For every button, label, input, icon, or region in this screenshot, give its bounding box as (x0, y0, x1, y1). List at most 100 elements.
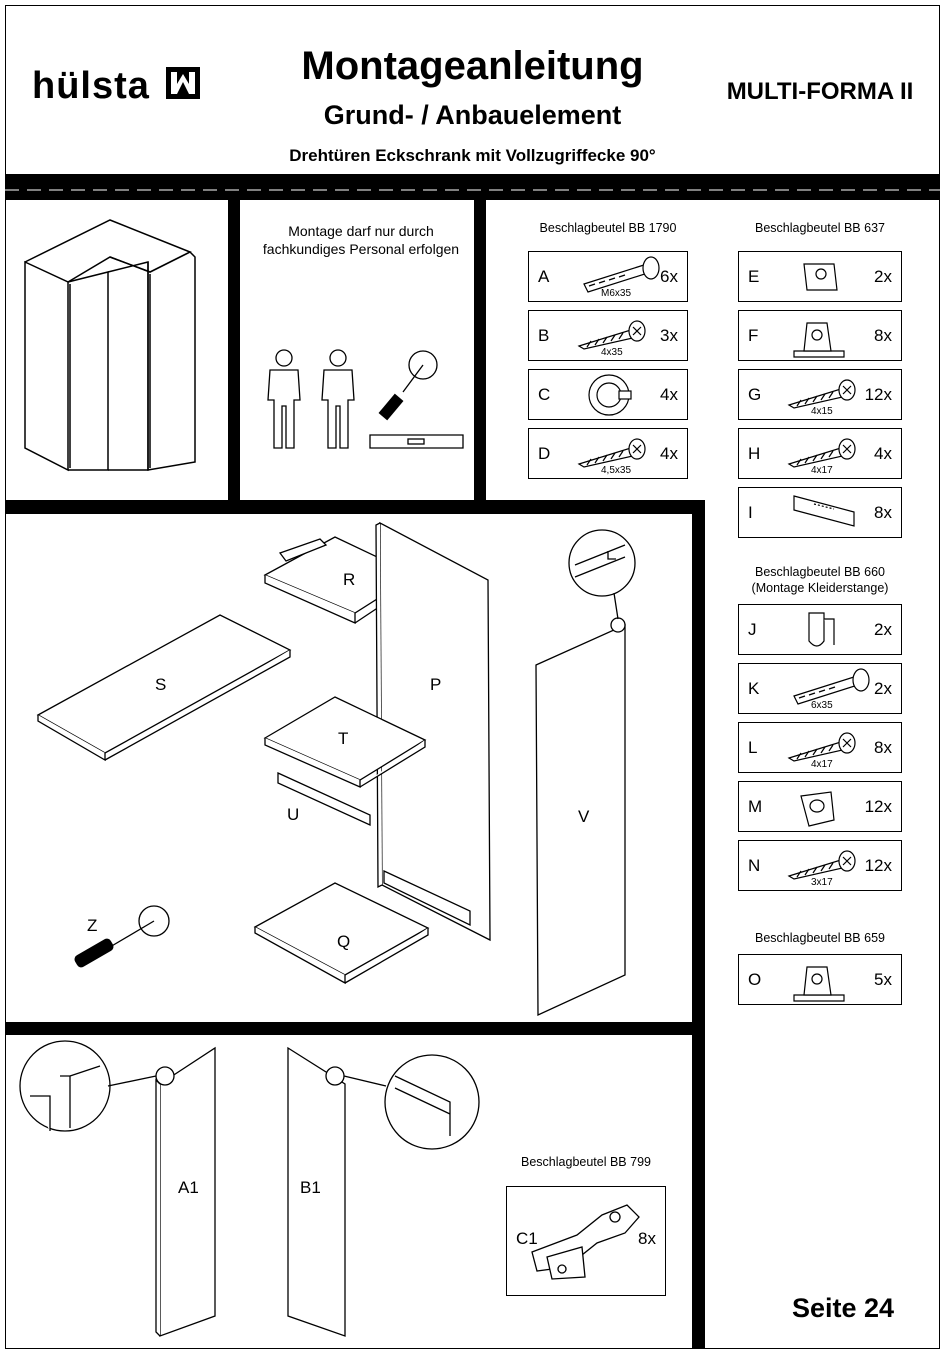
clip-icon (800, 791, 835, 827)
bolt-icon (793, 668, 870, 705)
page-title: Montageanleitung (301, 44, 644, 88)
item-size: 4x15 (811, 406, 833, 417)
item-size: 3x17 (811, 877, 833, 888)
screw-icon (577, 320, 646, 350)
brand-name: hülsta (32, 65, 150, 107)
installer-icons (267, 349, 464, 449)
hardware-item-k: K 2x 6x35 (738, 663, 902, 714)
product-description: Drehtüren Eckschrank mit Vollzugriffecke… (289, 146, 656, 165)
part-label-v: V (578, 807, 590, 826)
item-size: 4x35 (601, 347, 623, 358)
strip-icon (793, 495, 855, 527)
hardware-item-d: D 4x 4,5x35 (528, 428, 688, 479)
item-letter: N (748, 855, 761, 875)
item-letter: C (538, 384, 551, 404)
screw-icon (787, 379, 856, 409)
notice-line-2: fachkundiges Personal erfolgen (262, 241, 460, 257)
item-letter: K (748, 678, 760, 698)
part-label-q: Q (337, 932, 351, 951)
hardware-item-m: M 12x (738, 781, 902, 832)
cabinet-illustration (24, 219, 196, 472)
bag-bb660-title: Beschlagbeutel BB 660 (Montage Kleiderst… (738, 564, 902, 596)
item-size: 4x17 (811, 759, 833, 770)
connector-icon (793, 322, 845, 358)
item-qty: 2x (874, 266, 892, 286)
screw-icon (787, 732, 856, 762)
bag-bb799-title: Beschlagbeutel BB 799 (521, 1155, 651, 1169)
hardware-item-b: B 3x 4x35 (528, 310, 688, 361)
part-label-b1: B1 (300, 1178, 321, 1197)
hinge-icon (531, 1204, 640, 1280)
bag-bb659-title: Beschlagbeutel BB 659 (755, 931, 885, 945)
item-qty: 3x (660, 325, 678, 345)
item-qty: 4x (874, 443, 892, 463)
item-letter: E (748, 266, 760, 286)
bag-bb660-subtitle: (Montage Kleiderstange) (751, 581, 889, 595)
item-qty: 12x (864, 855, 892, 875)
part-label-u: U (287, 805, 300, 824)
hardware-item-e: E 2x (738, 251, 902, 302)
notice-line-1: Montage darf nur durch (288, 223, 434, 239)
item-letter: O (748, 969, 762, 989)
hinge-box: C1 8x (506, 1186, 666, 1296)
item-letter: D (538, 443, 551, 463)
item-qty: 8x (874, 737, 892, 757)
bag-bb660-title-text: Beschlagbeutel BB 660 (755, 565, 885, 579)
item-qty: 8x (874, 502, 892, 522)
item-size: M6x35 (601, 288, 632, 299)
part-label-r: R (343, 570, 356, 589)
item-qty: 8x (874, 325, 892, 345)
bag-bb637-title: Beschlagbeutel BB 637 (755, 221, 885, 235)
bracket-icon (803, 263, 838, 291)
part-label-p: P (430, 675, 442, 694)
item-letter: H (748, 443, 761, 463)
item-qty: 6x (660, 266, 678, 286)
item-qty: 4x (660, 443, 678, 463)
item-size: 4,5x35 (601, 465, 632, 476)
item-qty: 2x (874, 678, 892, 698)
screw-icon (577, 438, 646, 468)
item-letter: L (748, 737, 758, 757)
hardware-item-l: L 8x 4x17 (738, 722, 902, 773)
dowel-cap-icon (588, 374, 632, 416)
hardware-item-j: J 2x (738, 604, 902, 655)
bag-bb1790-title: Beschlagbeutel BB 1790 (539, 221, 677, 235)
item-qty: 12x (864, 796, 892, 816)
rail-holder-icon (808, 612, 835, 647)
brand-logo: hülsta (32, 66, 201, 105)
screw-icon (787, 438, 856, 468)
notice-text: Montage darf nur durch fachkundiges Pers… (252, 222, 470, 258)
item-qty: 8x (638, 1229, 656, 1248)
part-label-t: T (338, 729, 349, 748)
parts-exploded-view (36, 521, 636, 1017)
item-letter: I (748, 502, 753, 522)
hardware-item-o: O 5x (738, 954, 902, 1005)
item-letter: A (538, 266, 550, 286)
part-label-z: Z (87, 916, 98, 935)
item-qty: 5x (874, 969, 892, 989)
brand-emblem-icon (166, 67, 201, 99)
worker-icon (267, 349, 301, 449)
connector-icon (793, 966, 845, 1002)
item-letter: M (748, 796, 763, 816)
series-name: MULTI-FORMA II (726, 78, 914, 105)
part-label-a1: A1 (178, 1178, 199, 1197)
screw-icon (787, 850, 856, 880)
page-frame (5, 5, 940, 1349)
part-label-s: S (155, 675, 167, 694)
page-number: Seite 24 (792, 1293, 895, 1323)
worker-icon (321, 349, 355, 449)
item-letter: B (538, 325, 550, 345)
item-letter: C1 (516, 1229, 538, 1248)
bolt-icon (583, 256, 660, 293)
item-letter: J (748, 619, 757, 639)
item-qty: 12x (864, 384, 892, 404)
hardware-item-n: N 12x 3x17 (738, 840, 902, 891)
item-size: 6x35 (811, 700, 833, 711)
doors-view (19, 1040, 480, 1337)
item-qty: 2x (874, 619, 892, 639)
